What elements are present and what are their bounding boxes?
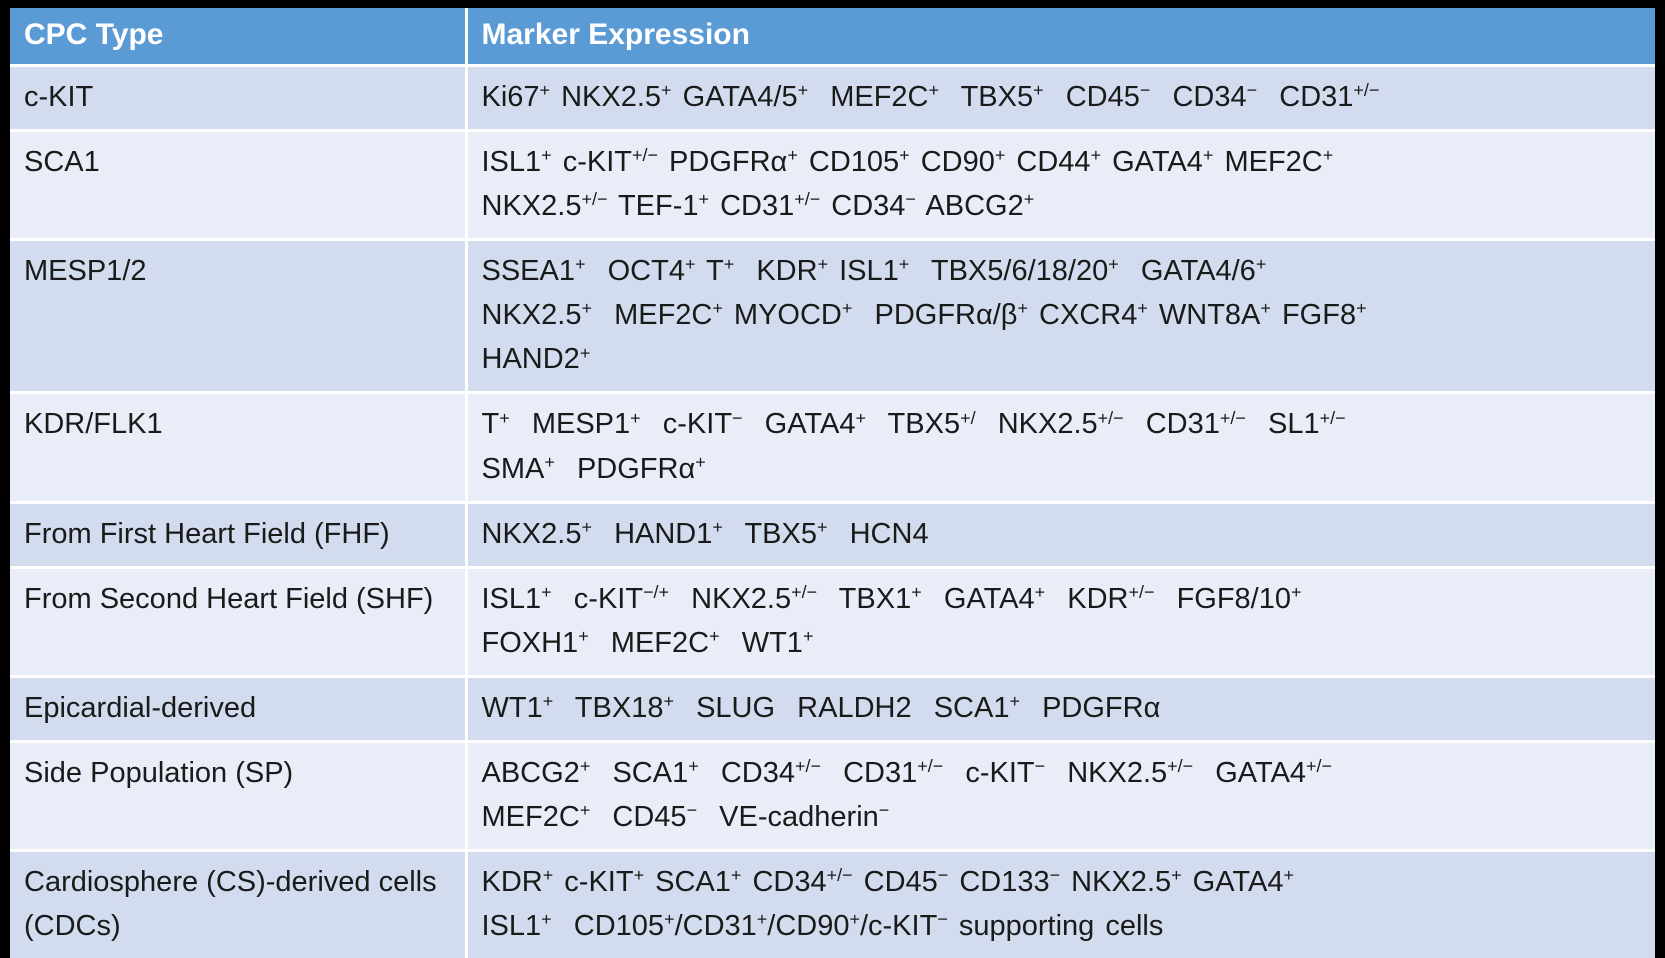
slide-background: CPC Type Marker Expression c-KIT Ki67+ N… — [10, 8, 1655, 958]
cpc-type-cell: SCA1 — [10, 130, 466, 242]
marker-expression-cell: WT1+ TBX18+ SLUG RALDH2 SCA1+ PDGFRα — [464, 676, 1655, 743]
marker-expression-line: WT1+ TBX18+ SLUG RALDH2 SCA1+ PDGFRα — [481, 690, 1161, 724]
header-row: CPC Type Marker Expression — [10, 8, 1655, 67]
cpc-type-cell: MESP1/2 — [10, 239, 466, 395]
table-row: Cardiosphere (CS)-derived cells (CDCs) K… — [10, 850, 1655, 958]
cpc-type-cell: From Second Heart Field (SHF) — [10, 567, 466, 678]
table-row: KDR/FLK1 T+ MESP1+ c-KIT− GATA4+ TBX5+/ … — [10, 392, 1655, 504]
marker-expression-line: ISL1+ c-KIT+/− PDGFRα+ CD105+ CD90+ CD44… — [481, 145, 1334, 179]
marker-expression-cell: SSEA1+ OCT4+ T+ KDR+ ISL1+ TBX5/6/18/20+… — [464, 239, 1655, 395]
cpc-type-label: MESP1/2 — [24, 255, 147, 288]
marker-expression-cell: NKX2.5+ HAND1+ TBX5+ HCN4 — [464, 502, 1655, 569]
marker-expression-line: HAND2+ — [481, 342, 591, 376]
table-row: From First Heart Field (FHF) NKX2.5+ HAN… — [10, 502, 1655, 569]
marker-expression-line: FOXH1+ MEF2C+ WT1+ — [481, 625, 814, 659]
table-row: c-KIT Ki67+ NKX2.5+ GATA4/5+ MEF2C+ TBX5… — [10, 65, 1655, 133]
marker-expression-line: MEF2C+ CD45− VE-cadherin− — [481, 800, 890, 834]
column-header-marker-expression: Marker Expression — [464, 8, 1655, 67]
marker-expression-line: T+ MESP1+ c-KIT− GATA4+ TBX5+/ NKX2.5+/−… — [481, 407, 1346, 441]
marker-expression-line: NKX2.5+/− TEF-1+ CD31+/− CD34− ABCG2+ — [481, 189, 1035, 223]
marker-expression-cell: KDR+ c-KIT+ SCA1+ CD34+/− CD45− CD133− N… — [464, 850, 1655, 958]
marker-expression-cell: ISL1+ c-KIT+/− PDGFRα+ CD105+ CD90+ CD44… — [464, 130, 1655, 242]
cpc-type-cell: Side Population (SP) — [10, 741, 466, 853]
cpc-type-label: From Second Heart Field (SHF) — [24, 582, 434, 615]
table-row: Epicardial-derived WT1+ TBX18+ SLUG RALD… — [10, 676, 1655, 743]
cpc-type-label: Side Population (SP) — [24, 756, 294, 789]
marker-expression-line: SMA+ PDGFRα+ — [481, 451, 706, 485]
cpc-type-label: c-KIT — [24, 81, 94, 113]
cpc-type-cell: c-KIT — [10, 65, 466, 133]
column-header-cpc-type: CPC Type — [10, 8, 466, 67]
marker-expression-cell: ISL1+ c-KIT−/+ NKX2.5+/− TBX1+ GATA4+ KD… — [464, 567, 1655, 678]
marker-expression-line: Ki67+ NKX2.5+ GATA4/5+ MEF2C+ TBX5+ CD45… — [481, 80, 1380, 113]
cpc-type-label: Cardiosphere (CS)-derived cells (CDCs) — [24, 866, 437, 943]
table-row: From Second Heart Field (SHF) ISL1+ c-KI… — [10, 567, 1655, 678]
cpc-type-cell: Epicardial-derived — [10, 676, 466, 743]
table-row: MESP1/2 SSEA1+ OCT4+ T+ KDR+ ISL1+ TBX5/… — [10, 239, 1655, 395]
marker-expression-line: NKX2.5+ MEF2C+ MYOCD+ PDGFRα/β+ CXCR4+ W… — [481, 298, 1367, 332]
table-row: SCA1 ISL1+ c-KIT+/− PDGFRα+ CD105+ CD90+… — [10, 130, 1655, 242]
marker-expression-line: ISL1+ c-KIT−/+ NKX2.5+/− TBX1+ GATA4+ KD… — [481, 581, 1302, 615]
marker-expression-line: KDR+ c-KIT+ SCA1+ CD34+/− CD45− CD133− N… — [481, 865, 1294, 899]
cpc-type-label: SCA1 — [24, 146, 100, 179]
marker-expression-cell: T+ MESP1+ c-KIT− GATA4+ TBX5+/ NKX2.5+/−… — [464, 392, 1655, 504]
cpc-marker-table: CPC Type Marker Expression c-KIT Ki67+ N… — [10, 8, 1655, 958]
marker-expression-line: ISL1+ CD105+/CD31+/CD90+/c-KIT− supporti… — [481, 909, 1164, 943]
marker-expression-cell: ABCG2+ SCA1+ CD34+/− CD31+/− c-KIT− NKX2… — [464, 741, 1655, 853]
cpc-type-label: From First Heart Field (FHF) — [24, 517, 390, 550]
cpc-type-cell: Cardiosphere (CS)-derived cells (CDCs) — [10, 850, 466, 958]
cpc-type-label: KDR/FLK1 — [24, 408, 163, 441]
marker-expression-line: SSEA1+ OCT4+ T+ KDR+ ISL1+ TBX5/6/18/20+… — [481, 254, 1267, 288]
table-row: Side Population (SP) ABCG2+ SCA1+ CD34+/… — [10, 741, 1655, 853]
cpc-type-cell: From First Heart Field (FHF) — [10, 502, 466, 569]
cpc-type-cell: KDR/FLK1 — [10, 392, 466, 504]
cpc-type-label: Epicardial-derived — [24, 691, 257, 724]
marker-expression-line: NKX2.5+ HAND1+ TBX5+ HCN4 — [481, 516, 929, 550]
marker-expression-cell: Ki67+ NKX2.5+ GATA4/5+ MEF2C+ TBX5+ CD45… — [464, 65, 1655, 133]
marker-expression-line: ABCG2+ SCA1+ CD34+/− CD31+/− c-KIT− NKX2… — [481, 756, 1333, 789]
